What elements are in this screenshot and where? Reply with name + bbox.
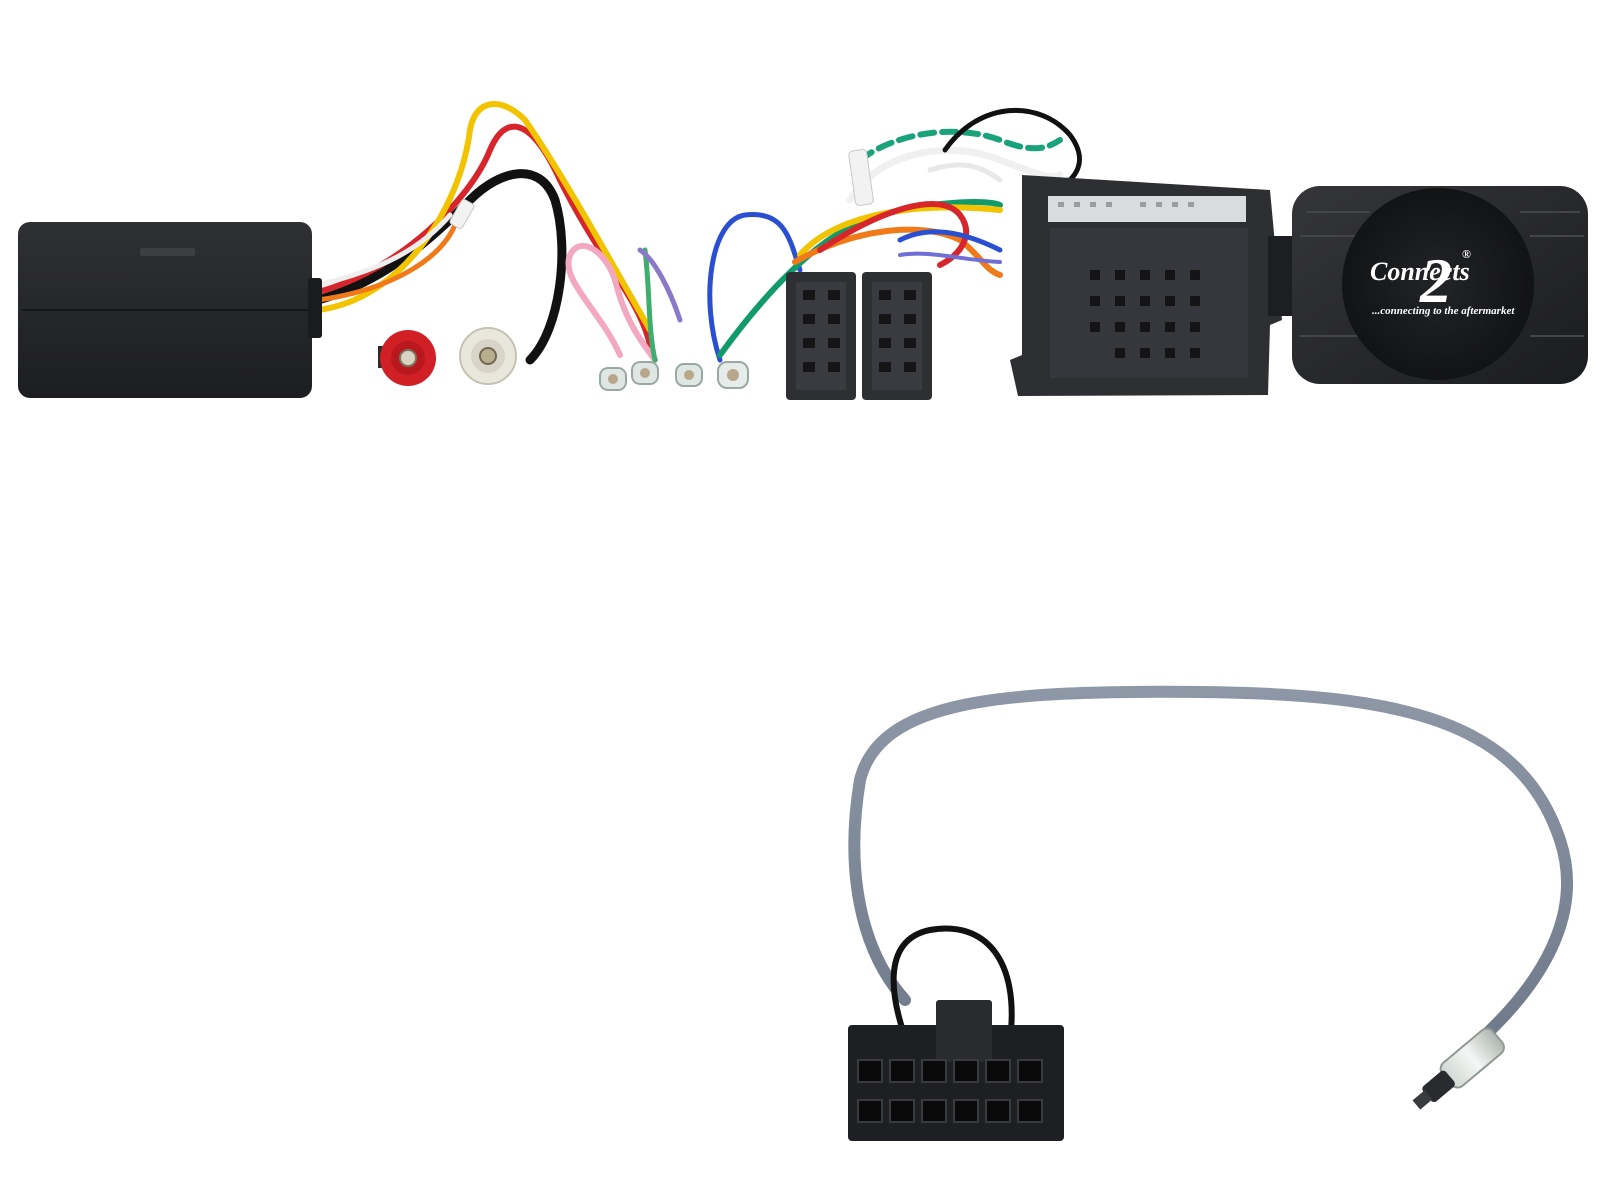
logo-tagline: ...connecting to the aftermarket [1372, 305, 1515, 317]
wire-violet-2 [898, 251, 1002, 264]
wire-white-2 [846, 146, 1064, 204]
wire-green-pin [642, 247, 658, 363]
logo-numeral: 2 [1419, 245, 1452, 316]
wire-harness [313, 101, 1082, 365]
quadlock-connector [1010, 175, 1296, 396]
wire-blue-loop [707, 211, 803, 363]
iso-connector-right [862, 272, 932, 400]
logo-registered: ® [1462, 247, 1471, 261]
wire-white-3 [927, 162, 1003, 183]
wire-yellow-2 [797, 204, 1003, 258]
logo-brand: Connects [1370, 257, 1470, 286]
rca-plug-red [378, 330, 436, 386]
wire-black-loop [313, 169, 567, 365]
spade-terminals [599, 361, 749, 391]
fakra-antenna-plug [1412, 1027, 1505, 1110]
wire-green-twist [857, 128, 1063, 163]
spade-terminal-4 [717, 361, 749, 389]
twelve-pin-connector [848, 1000, 1064, 1141]
rca-plug-white [459, 327, 517, 385]
logo-badge [1342, 188, 1534, 380]
wire-violet [637, 247, 683, 323]
patch-lead-black-loop [890, 925, 1015, 1053]
wire-white-a [315, 212, 453, 288]
patch-lead-cable [848, 685, 1574, 1046]
spade-terminal-3 [675, 363, 703, 387]
iso-connector-left [786, 272, 856, 400]
wire-orange [315, 222, 458, 303]
wire-red-2 [817, 200, 969, 268]
wire-pink [565, 242, 658, 363]
cable-tie-left [449, 198, 475, 230]
cable-tie-mid [848, 149, 874, 206]
logo-pod-module: 2 ® Connects ...connecting to the afterm… [1292, 186, 1588, 384]
interface-module-box [18, 222, 322, 398]
wire-black-top [942, 107, 1082, 183]
spade-terminal-1 [599, 367, 627, 391]
patch-lead [848, 685, 1574, 1053]
wire-red [315, 123, 653, 348]
wire-blue-2 [897, 229, 1003, 253]
spade-terminal-2 [631, 361, 659, 385]
wire-yellow [315, 101, 653, 333]
